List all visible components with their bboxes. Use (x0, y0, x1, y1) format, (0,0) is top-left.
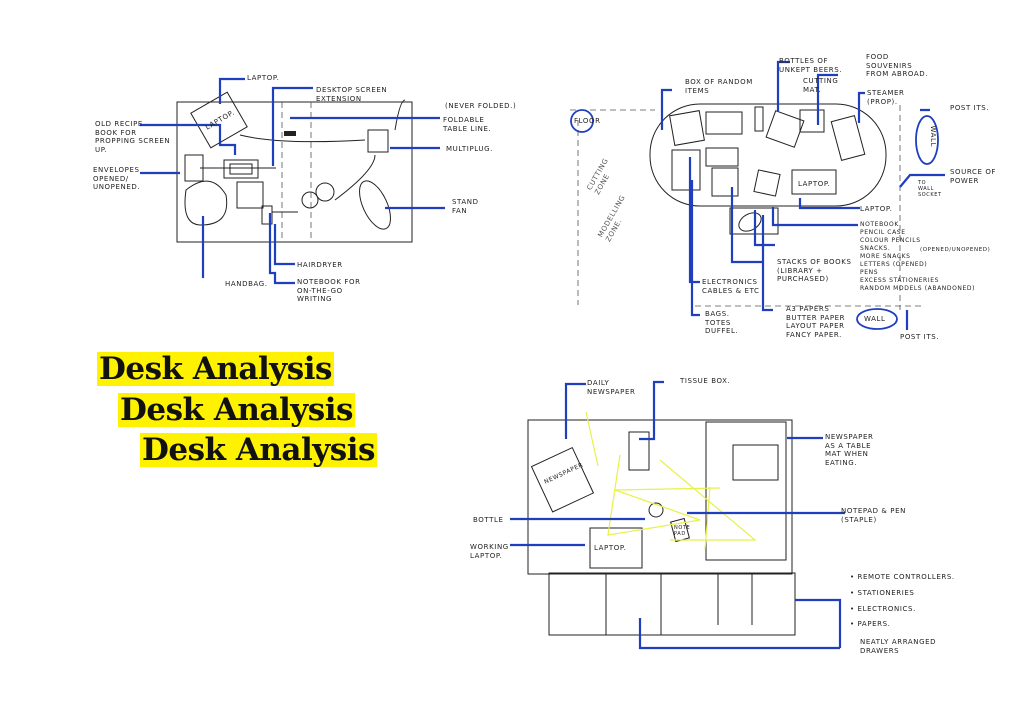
label-recipe-book: OLD RECIPE BOOK FOR PROPPING SCREEN UP. (95, 120, 171, 154)
label-cutting-mat: CUTTING MAT. (803, 77, 839, 94)
label-handbag: HANDBAG. (225, 280, 268, 288)
label-desktop-extension: DESKTOP SCREEN EXTENSION (316, 86, 388, 103)
label-drawer-item: • STATIONERIES (850, 589, 915, 597)
label-neatly-arranged-drawers: NEATLY ARRANGED DRAWERS (860, 638, 937, 655)
label-bottle: BOTTLE (473, 516, 504, 524)
label-to-wall-socket: TO WALL SOCKET (918, 180, 942, 198)
label-hairdryer: HAIRDRYER (297, 261, 343, 269)
label-envelopes: ENVELOPES OPENED/ UNOPENED. (93, 166, 141, 191)
label-foldable-table: FOLDABLE TABLE LINE. (443, 116, 492, 133)
label-newspaper-table-mat: NEWSPAPER AS A TABLE MAT WHEN EATING. (825, 433, 874, 467)
page-title-echo: Desk Analysis (118, 392, 355, 428)
sketch-desk-3 (510, 380, 845, 650)
label-drawer-item: • ELECTRONICS. (850, 605, 916, 613)
label-steamer: STEAMER (PROP). (867, 89, 905, 106)
label-bottles: BOTTLES OF UNKEPT BEERS. (779, 57, 843, 74)
label-multiplug: MULTIPLUG. (446, 145, 493, 153)
label-papers: A3 PAPERS BUTTER PAPER LAYOUT PAPER FANC… (786, 305, 846, 339)
label-wall-bottom: WALL (864, 315, 886, 323)
sketch-desk-2 (570, 60, 945, 330)
label-box-random-items: BOX OF RANDOM ITEMS (685, 78, 753, 95)
label-bags: BAGS. TOTES DUFFEL. (705, 310, 739, 335)
label-working-laptop: WORKING LAPTOP. (470, 543, 509, 560)
label-post-its-bottom: POST ITS. (900, 333, 940, 341)
label-notebook: NOTEBOOK FOR ON-THE-GO WRITING (297, 278, 361, 303)
label-daily-newspaper: DAILY NEWSPAPER (587, 379, 636, 396)
label-wall-right: WALL (929, 125, 938, 148)
label-notepad-pen: NOTEPAD & PEN (STAPLE) (841, 507, 906, 524)
label-post-its-right: POST ITS. (950, 104, 990, 112)
label-items-list: NOTEBOOK PENCIL CASE COLOUR PENCILS SNAC… (860, 221, 976, 292)
label-laptop-2: LAPTOP. (860, 205, 893, 213)
label-floor: FLOOR (574, 117, 601, 125)
label-laptop: LAPTOP. (247, 74, 280, 82)
label-stacks-books: STACKS OF BOOKS (LIBRARY + PURCHASED) (777, 258, 852, 283)
label-opened-unopened: (OPENED/UNOPENED) (920, 247, 991, 253)
label-electronics: ELECTRONICS CABLES & ETC (702, 278, 760, 295)
sketch-desk-1 (140, 77, 445, 285)
label-drawer-item: • REMOTE CONTROLLERS. (850, 573, 955, 581)
label-laptop-inner-2: LAPTOP. (798, 180, 831, 188)
label-never-folded: (NEVER FOLDED.) (445, 102, 517, 110)
page-title-echo: Desk Analysis (140, 432, 377, 468)
label-source-power: SOURCE OF POWER (950, 168, 997, 185)
label-notepad-inner: NOTE PAD (674, 525, 691, 537)
label-drawer-item: • PAPERS. (850, 620, 891, 628)
page-title: Desk Analysis (97, 351, 334, 387)
label-stand-fan: STAND FAN (452, 198, 479, 215)
label-food-souvenirs: FOOD SOUVENIRS FROM ABROAD. (866, 53, 929, 78)
label-tissue-box: TISSUE BOX. (680, 377, 731, 385)
label-laptop-inner-3: LAPTOP. (594, 544, 627, 552)
